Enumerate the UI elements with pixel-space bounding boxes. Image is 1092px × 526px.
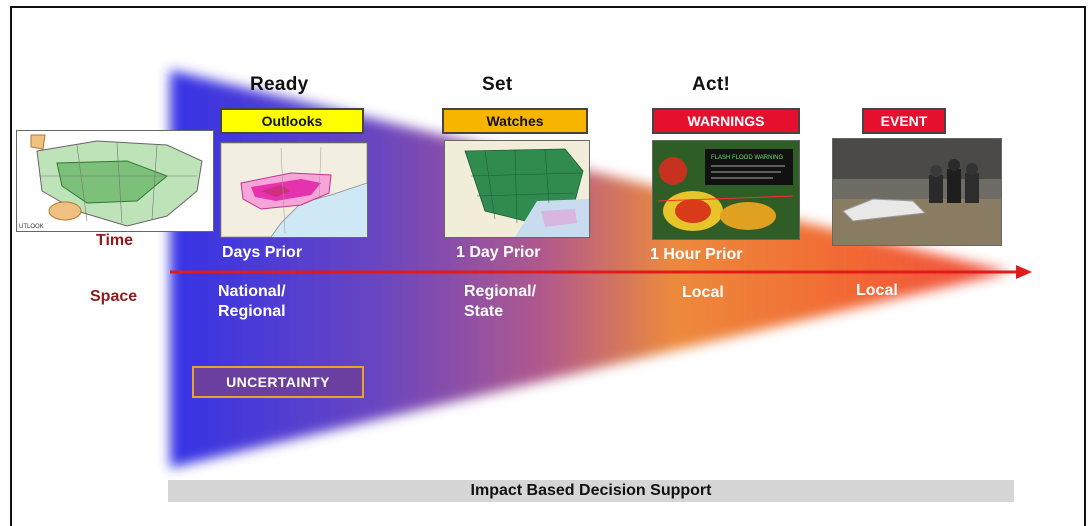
impact-based-decision-support-bar: Impact Based Decision Support [168, 480, 1014, 502]
outlook-gulf-map [220, 142, 368, 238]
time-axis-label: Time [96, 232, 134, 249]
flooded-car-photo [832, 138, 1002, 246]
stage-heading-ready: Ready [250, 74, 309, 95]
space-local-warnings: Local [682, 284, 724, 301]
stage-heading-act: Act! [692, 74, 731, 95]
space-regional-state: Regional/ State [464, 282, 536, 322]
time-days-prior: Days Prior [222, 244, 303, 261]
event-label-box: EVENT [862, 108, 946, 134]
space-national-line1: National/ [218, 283, 286, 300]
outlooks-label-box: Outlooks [220, 108, 364, 134]
radar-warning-map: FLASH FLOOD WARNING [652, 140, 800, 240]
time-1-day-prior: 1 Day Prior [456, 244, 541, 261]
space-local-event: Local [856, 282, 898, 299]
arrow-head-icon [1016, 265, 1032, 279]
uncertainty-box: UNCERTAINTY [192, 366, 364, 398]
outlook-map-caption: UTLOOK [19, 224, 44, 230]
wedge-shape [170, 70, 1010, 468]
space-national-regional: National/ Regional [218, 282, 286, 322]
warnings-label-box: WARNINGS [652, 108, 800, 134]
warning-map-title: FLASH FLOOD WARNING [711, 155, 783, 161]
space-regional-line2: State [464, 303, 504, 320]
time-1-hour-prior: 1 Hour Prior [650, 246, 743, 263]
space-national-line2: Regional [218, 303, 286, 320]
uncertainty-wedge [170, 70, 1032, 468]
watches-label-box: Watches [442, 108, 588, 134]
us-outlook-map: UTLOOK [16, 130, 214, 232]
space-axis-label: Space [90, 288, 138, 305]
watch-county-map [444, 140, 590, 238]
stage-heading-set: Set [482, 74, 513, 95]
space-regional-line1: Regional/ [464, 283, 537, 300]
